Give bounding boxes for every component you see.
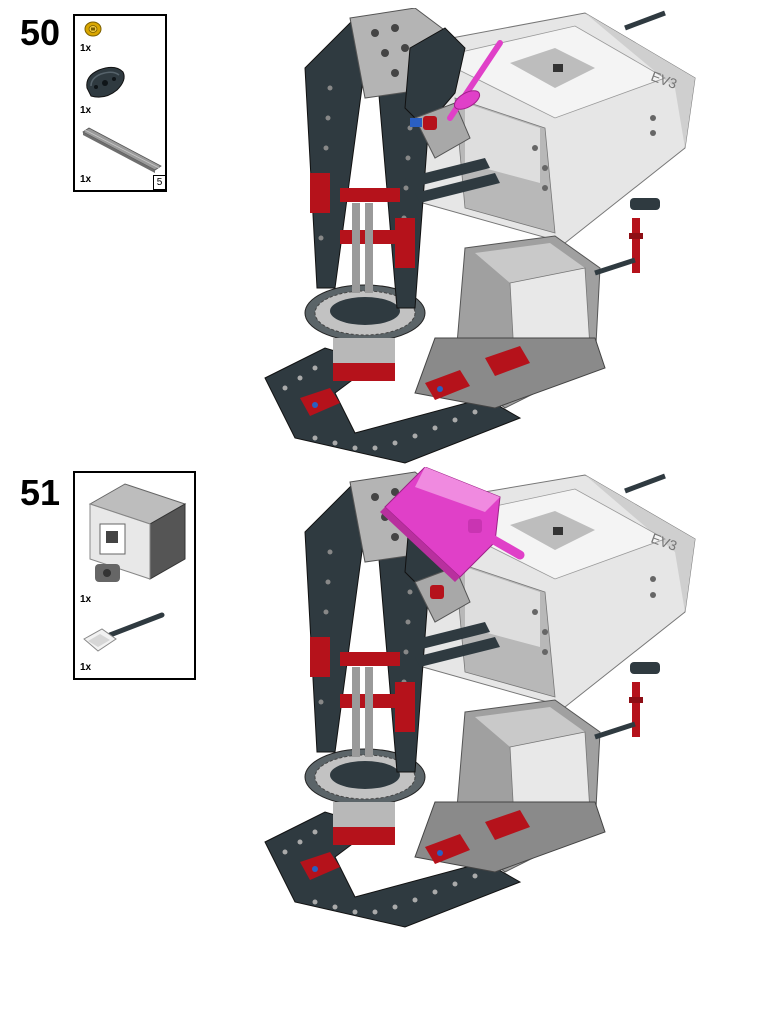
qty-label: 1x — [80, 43, 92, 54]
cable-icon — [83, 612, 165, 652]
new-cam-and-axle — [404, 27, 503, 159]
step-50-parts-box: 1x 1x 1x 5 — [73, 14, 167, 192]
red-pin-right — [629, 662, 660, 737]
turntable-gear — [304, 284, 426, 381]
gray-axle-icon — [82, 127, 162, 173]
qty-label: 1x — [80, 105, 92, 116]
new-sensor-highlight — [380, 467, 525, 582]
step-51-model: EV3 — [264, 467, 696, 928]
yellow-bushing-icon — [84, 21, 102, 37]
qty-label: 1x — [80, 594, 92, 605]
dark-cam-icon — [86, 66, 125, 98]
step-51-number: 51 — [20, 472, 61, 513]
red-pin-right — [629, 198, 660, 273]
step-50-number: 50 — [20, 12, 61, 53]
tower-frame — [304, 8, 500, 309]
length-badge: 5 — [153, 175, 166, 190]
qty-label: 1x — [80, 174, 92, 185]
step-50-model: EV3 — [264, 8, 696, 464]
base-frame — [264, 801, 606, 928]
sensor-icon — [88, 483, 187, 582]
base-frame — [264, 337, 606, 464]
turntable-gear — [304, 748, 426, 845]
qty-label: 1x — [80, 662, 92, 673]
step-51-parts-box: 1x 1x — [73, 471, 196, 680]
